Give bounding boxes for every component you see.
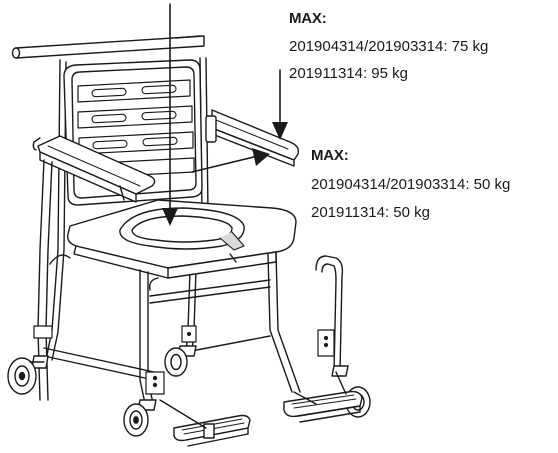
castor-front-left	[7, 355, 49, 395]
footrest-left	[159, 399, 251, 447]
castors	[7, 345, 371, 437]
push-handle	[11, 35, 205, 59]
lateral-load-arrowhead	[252, 148, 270, 166]
left-armrest	[32, 135, 156, 203]
back-load-heading: MAX:	[289, 10, 327, 27]
castor-rear-left	[164, 345, 197, 377]
arm-load-line-2: 201911314: 50 kg	[311, 204, 430, 221]
castor-front-middle	[123, 399, 157, 437]
seat-load-arrowhead	[162, 208, 178, 226]
arm-load-line-1: 201904314/201903314: 50 kg	[311, 176, 511, 193]
back-load-line-2: 201911314: 95 kg	[289, 65, 408, 82]
seat	[66, 199, 297, 279]
lateral-load-arrow	[191, 155, 259, 173]
load-arrows	[162, 3, 288, 226]
height-adjusters	[33, 325, 335, 395]
armrest-load-arrowhead	[272, 122, 288, 140]
right-armrest	[205, 109, 300, 167]
footrests	[159, 371, 363, 447]
backrest	[63, 59, 203, 206]
footrest-right	[283, 371, 363, 423]
arm-load-heading: MAX:	[311, 147, 349, 164]
back-load-line-1: 201904314/201903314: 75 kg	[289, 38, 489, 55]
